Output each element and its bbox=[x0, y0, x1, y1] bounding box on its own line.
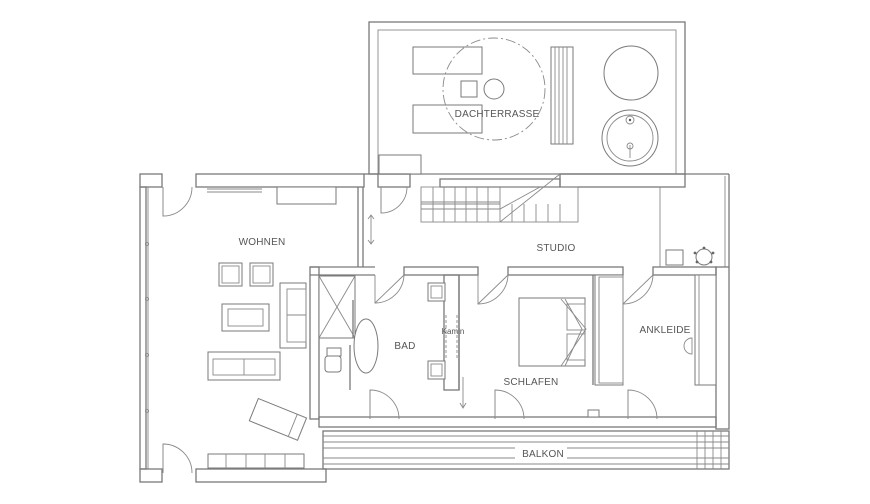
bathtub bbox=[353, 318, 379, 374]
door-swing bbox=[622, 274, 654, 305]
roof-terrace: DACHTERRASSE bbox=[368, 21, 686, 175]
label-bad: BAD bbox=[394, 341, 415, 352]
shower bbox=[318, 275, 356, 339]
parasol-base bbox=[483, 78, 505, 100]
drying-rack bbox=[693, 246, 715, 266]
sofa bbox=[207, 351, 281, 381]
roof-terrace-inner-wall bbox=[377, 29, 677, 175]
toilet bbox=[324, 347, 342, 373]
bathroom: BAD Kamin bbox=[318, 274, 467, 420]
label-kamin: Kamin bbox=[442, 327, 465, 336]
door-swing bbox=[369, 389, 400, 420]
studio: STUDIO bbox=[367, 173, 715, 266]
closet bbox=[694, 274, 717, 386]
label-dachterrasse: DACHTERRASSE bbox=[455, 109, 540, 120]
sun-lounger bbox=[412, 46, 483, 75]
stair-direction-arrow-icon bbox=[459, 377, 467, 409]
label-ankleide: ANKLEIDE bbox=[639, 325, 690, 336]
door-swing bbox=[162, 186, 193, 217]
skylight bbox=[378, 154, 422, 175]
side-table bbox=[460, 80, 478, 98]
door-swing bbox=[477, 274, 509, 305]
coffee-table bbox=[221, 303, 270, 332]
round-table bbox=[603, 45, 659, 101]
washing-machine bbox=[665, 249, 684, 266]
parasol-outline bbox=[442, 37, 546, 141]
balcony: BALKON bbox=[322, 430, 730, 470]
sink bbox=[427, 282, 446, 302]
sofa bbox=[279, 282, 307, 349]
door-swing bbox=[374, 274, 405, 304]
armchair bbox=[218, 262, 243, 287]
wall-lamp-icon bbox=[683, 337, 693, 355]
wardrobe bbox=[594, 274, 624, 386]
sliding-door-arrow-icon bbox=[367, 214, 375, 245]
label-wohnen: WOHNEN bbox=[239, 237, 286, 248]
living-room: WOHNEN bbox=[162, 186, 364, 474]
wall-outlet bbox=[587, 409, 600, 418]
door-swing bbox=[494, 389, 525, 420]
door-swing bbox=[627, 389, 658, 420]
sink bbox=[427, 360, 446, 380]
hot-tub bbox=[601, 109, 659, 167]
sideboard bbox=[276, 186, 337, 205]
label-schlafen: SCHLAFEN bbox=[504, 377, 559, 388]
bed bbox=[518, 297, 587, 367]
bedroom: SCHLAFEN bbox=[477, 274, 624, 420]
dressing-room: ANKLEIDE bbox=[622, 274, 717, 420]
window-bench bbox=[207, 453, 305, 469]
armchair bbox=[249, 262, 274, 287]
terrace-bench bbox=[550, 46, 574, 145]
sun-lounger bbox=[412, 104, 483, 134]
label-balkon: BALKON bbox=[522, 449, 564, 460]
label-studio: STUDIO bbox=[537, 243, 576, 254]
staircase bbox=[420, 173, 579, 223]
lounge-chair bbox=[248, 397, 308, 441]
door-swing bbox=[380, 186, 408, 214]
inner-walls bbox=[309, 266, 717, 428]
door-swing bbox=[162, 443, 193, 474]
